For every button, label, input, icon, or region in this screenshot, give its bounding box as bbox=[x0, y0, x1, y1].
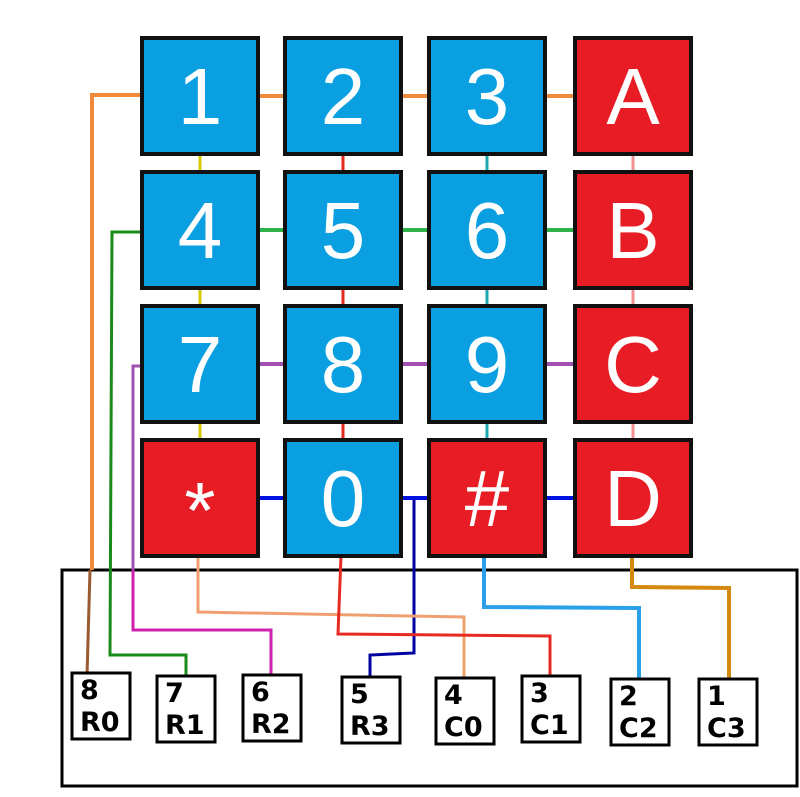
pin-box bbox=[340, 675, 402, 745]
pin-c3: 1C3 bbox=[697, 677, 759, 747]
r0-pin-lead-wire bbox=[85, 569, 92, 677]
key-label: 3 bbox=[465, 52, 510, 141]
key-label: A bbox=[606, 52, 660, 141]
key-label: 9 bbox=[465, 320, 510, 409]
key-C[interactable]: C bbox=[573, 304, 693, 424]
key-face bbox=[140, 36, 260, 156]
pin-name: C1 bbox=[530, 710, 569, 741]
key-label: D bbox=[604, 454, 662, 543]
pin-number: 4 bbox=[444, 680, 463, 711]
c3-route-wire bbox=[630, 556, 731, 678]
key-6[interactable]: 6 bbox=[427, 170, 547, 290]
key-face bbox=[283, 304, 403, 424]
key-star[interactable]: * bbox=[140, 438, 260, 558]
key-8[interactable]: 8 bbox=[283, 304, 403, 424]
key-face bbox=[573, 304, 693, 424]
connector-pins: 8R0 7R1 6R2 5R3 4C0 3C1 2C2 1C3 bbox=[70, 671, 759, 747]
key-label: 7 bbox=[178, 320, 223, 409]
key-face bbox=[427, 36, 547, 156]
key-face bbox=[283, 438, 403, 558]
key-5[interactable]: 5 bbox=[283, 170, 403, 290]
pin-c1: 3C1 bbox=[520, 674, 582, 744]
keys: 1 2 3 A 4 5 6 B 7 8 9 C * 0 # D bbox=[140, 36, 693, 558]
pin-name: R0 bbox=[80, 707, 120, 738]
pin-r0: 8R0 bbox=[70, 671, 132, 741]
pin-number: 5 bbox=[350, 679, 369, 710]
r0-route-wire bbox=[90, 93, 142, 570]
key-1[interactable]: 1 bbox=[140, 36, 260, 156]
c0-route-wire bbox=[196, 556, 466, 678]
key-face bbox=[427, 304, 547, 424]
key-face bbox=[140, 304, 260, 424]
pin-name: C0 bbox=[444, 712, 483, 743]
key-7[interactable]: 7 bbox=[140, 304, 260, 424]
key-hash[interactable]: # bbox=[427, 438, 547, 558]
connector-housing bbox=[60, 568, 799, 788]
key-D[interactable]: D bbox=[573, 438, 693, 558]
key-face bbox=[427, 438, 547, 558]
pin-c0: 4C0 bbox=[434, 676, 496, 746]
key-label: * bbox=[184, 466, 215, 555]
key-label: 0 bbox=[321, 454, 366, 543]
pin-name: C3 bbox=[707, 713, 746, 744]
pin-number: 3 bbox=[530, 678, 549, 709]
pin-box bbox=[241, 673, 303, 743]
key-face bbox=[427, 170, 547, 290]
key-face bbox=[573, 36, 693, 156]
pin-box bbox=[520, 674, 582, 744]
pin-name: R3 bbox=[350, 711, 390, 742]
key-label: 8 bbox=[321, 320, 366, 409]
pin-c2: 2C2 bbox=[609, 677, 671, 747]
pin-box bbox=[434, 676, 496, 746]
c2-route-wire bbox=[482, 556, 641, 680]
pin-number: 1 bbox=[707, 681, 726, 712]
key-label: 6 bbox=[465, 186, 510, 275]
key-3[interactable]: 3 bbox=[427, 36, 547, 156]
pin-box bbox=[70, 671, 132, 741]
key-face bbox=[140, 438, 260, 558]
key-9[interactable]: 9 bbox=[427, 304, 547, 424]
key-4[interactable]: 4 bbox=[140, 170, 260, 290]
key-label: # bbox=[465, 454, 510, 543]
pin-box bbox=[697, 677, 759, 747]
key-label: 4 bbox=[178, 186, 223, 275]
r1-route-wire bbox=[108, 230, 188, 676]
pin-box bbox=[609, 677, 671, 747]
key-B[interactable]: B bbox=[573, 170, 693, 290]
key-0[interactable]: 0 bbox=[283, 438, 403, 558]
pin-r1: 7R1 bbox=[155, 674, 217, 744]
r2-upper-wire bbox=[131, 364, 142, 570]
key-label: 2 bbox=[321, 52, 366, 141]
pin-name: R2 bbox=[251, 709, 291, 740]
pin-name: C2 bbox=[619, 713, 658, 744]
key-A[interactable]: A bbox=[573, 36, 693, 156]
key-label: C bbox=[604, 320, 662, 409]
key-face bbox=[283, 170, 403, 290]
key-label: 5 bbox=[321, 186, 366, 275]
key-face bbox=[573, 170, 693, 290]
key-face bbox=[140, 170, 260, 290]
pin-r2: 6R2 bbox=[241, 673, 303, 743]
key-face bbox=[573, 438, 693, 558]
pin-r3: 5R3 bbox=[340, 675, 402, 745]
c1-route-wire bbox=[336, 555, 552, 676]
pin-name: R1 bbox=[165, 710, 205, 741]
key-2[interactable]: 2 bbox=[283, 36, 403, 156]
key-label: B bbox=[606, 186, 659, 275]
key-face bbox=[283, 36, 403, 156]
pin-number: 7 bbox=[165, 678, 184, 709]
pin-box bbox=[155, 674, 217, 744]
pin-number: 2 bbox=[619, 681, 638, 712]
pin-number: 8 bbox=[80, 675, 99, 706]
pin-number: 6 bbox=[251, 677, 270, 708]
key-label: 1 bbox=[178, 52, 223, 141]
